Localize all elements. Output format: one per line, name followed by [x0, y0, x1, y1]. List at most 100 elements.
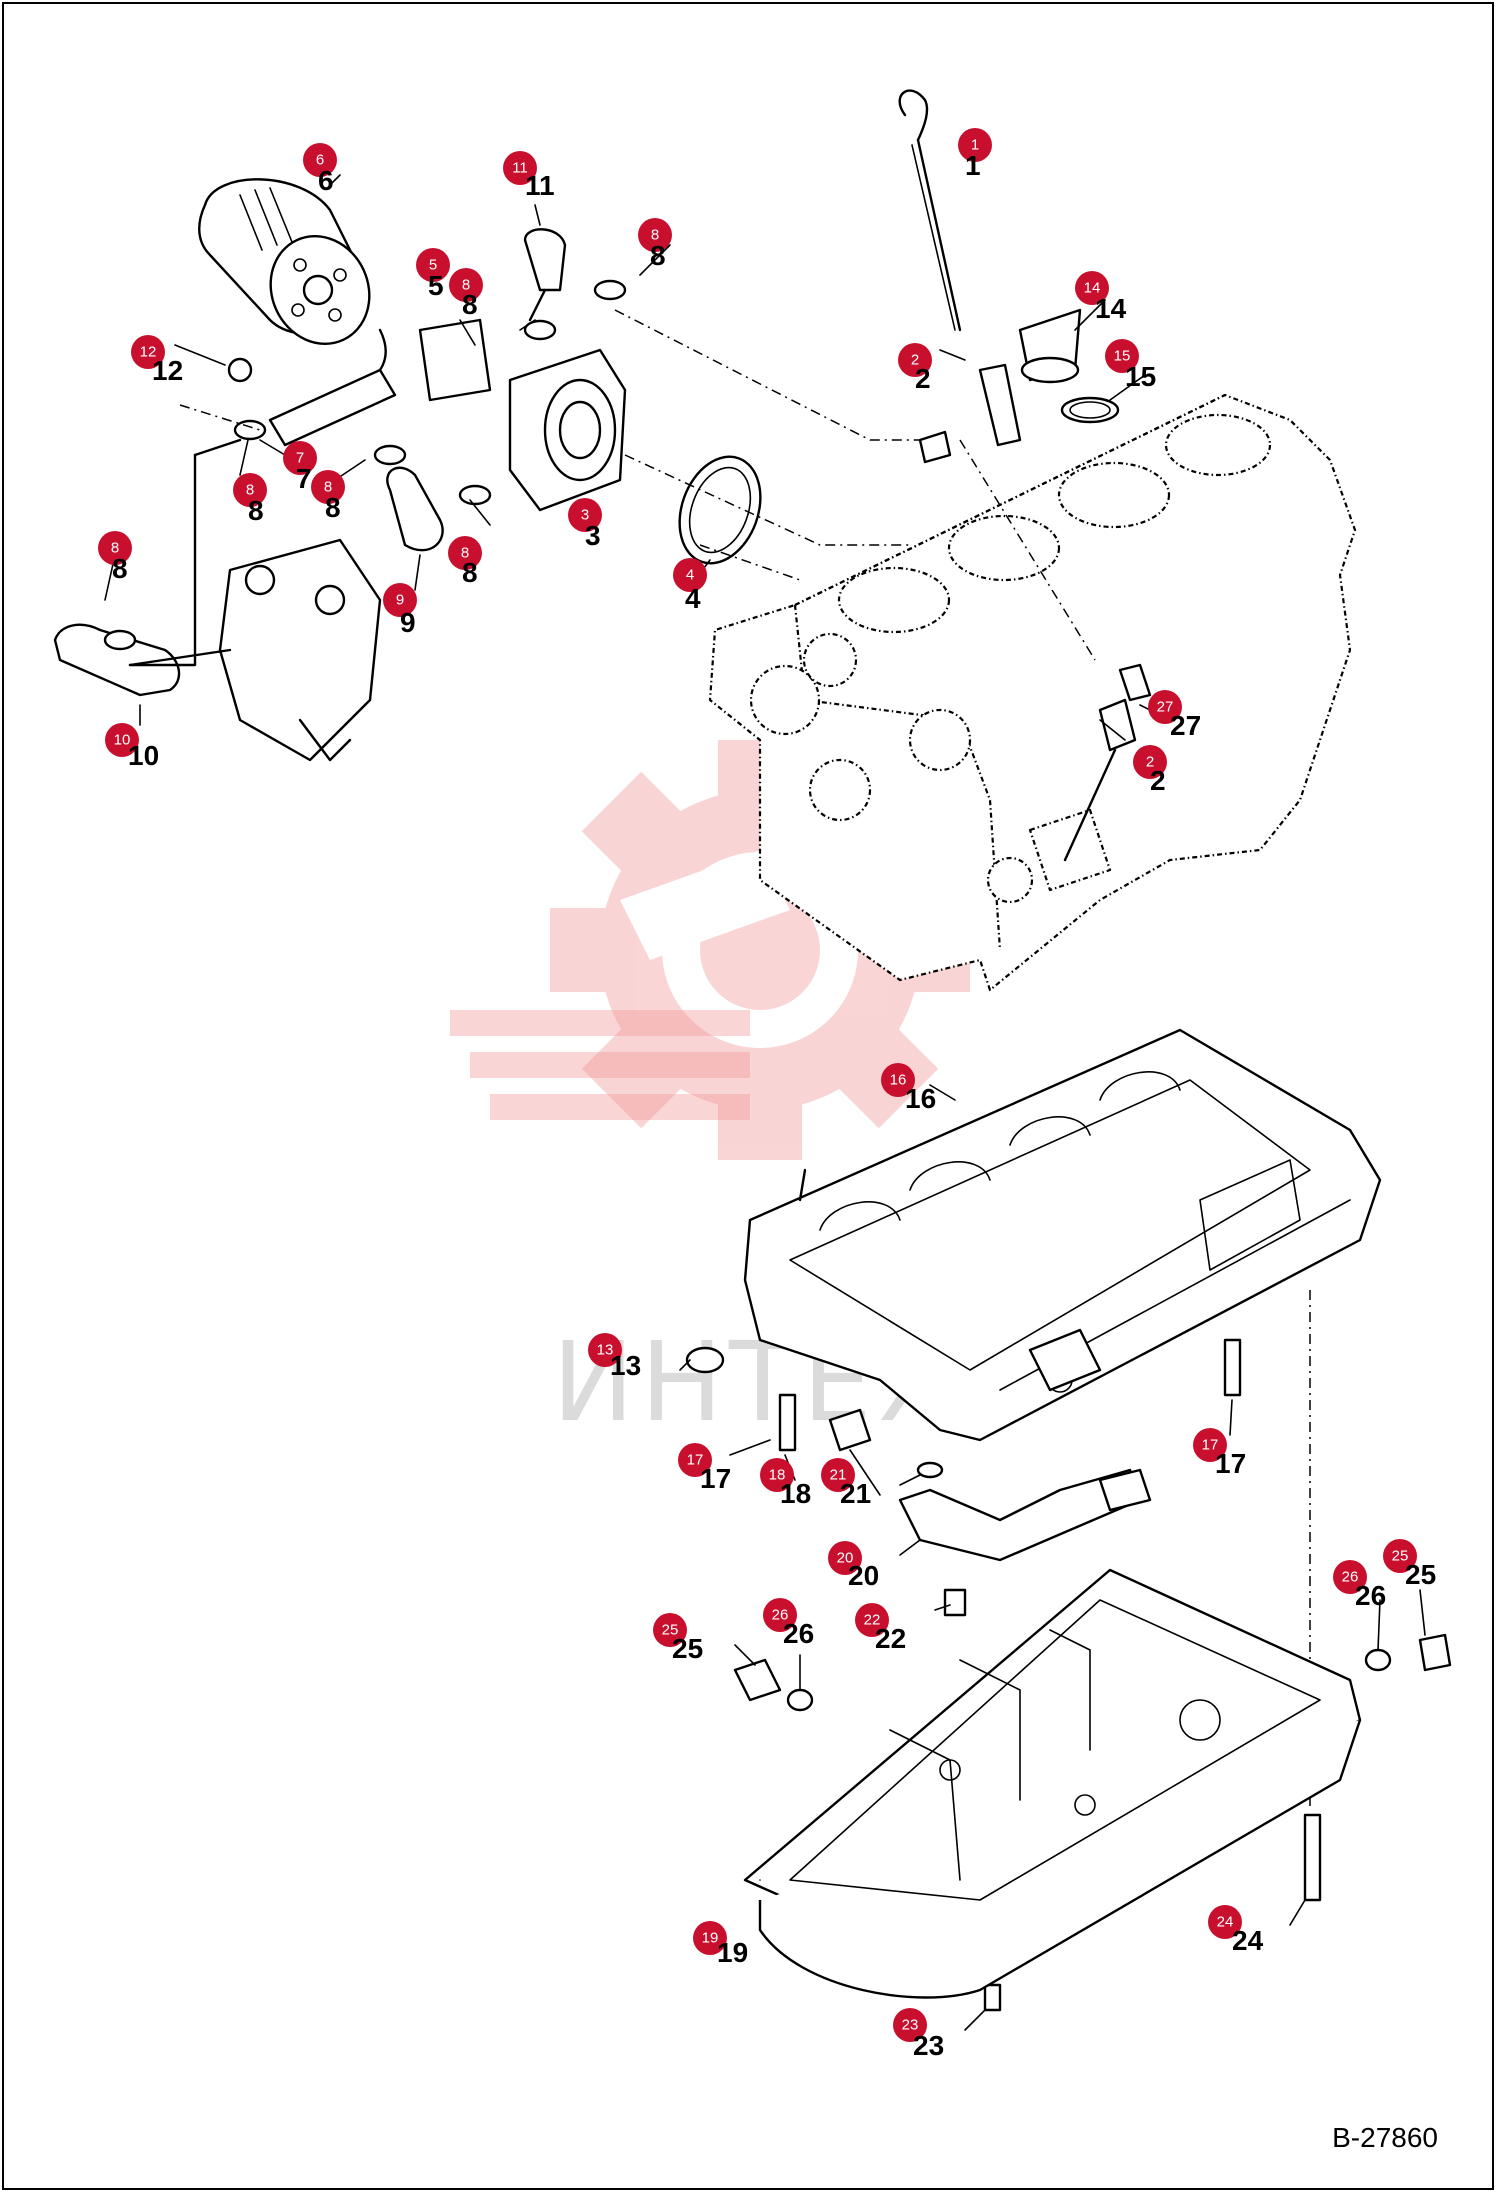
callout-label: 7 [296, 463, 312, 494]
callout-label: 6 [318, 165, 334, 196]
callout-label: 4 [685, 583, 701, 614]
callout-badge-number: 10 [114, 732, 131, 749]
callout-badge-number: 26 [1342, 1569, 1359, 1586]
callout-badge-number: 5 [429, 257, 437, 274]
callout-badge-number: 8 [111, 540, 119, 557]
callout-badge: 20 [828, 1541, 862, 1575]
engine-block [708, 393, 1357, 992]
callout-badge: 2 [1133, 745, 1167, 779]
callout-badge: 10 [105, 723, 139, 757]
callout-label: 17 [1215, 1448, 1246, 1479]
callout-badge: 21 [821, 1458, 855, 1492]
callout-label: 2 [1150, 765, 1166, 796]
callout-label: 8 [112, 553, 128, 584]
callout-badge: 18 [760, 1458, 794, 1492]
callout-badge: 8 [233, 473, 267, 507]
callout-label: 17 [700, 1463, 731, 1494]
callout-badge-circle [1075, 271, 1109, 305]
callout-label: 18 [780, 1478, 811, 1509]
callout-badge-circle [693, 1921, 727, 1955]
callout-badge-number: 1 [971, 137, 979, 154]
callout-badge-number: 17 [687, 1452, 704, 1469]
callout-label: 19 [717, 1937, 748, 1968]
oil-cooler-group [53, 228, 952, 762]
callout-badge-number: 26 [772, 1607, 789, 1624]
small-parts [685, 1290, 1452, 2012]
callout-badge: 24 [1208, 1905, 1242, 1939]
callout-label: 23 [913, 2030, 944, 2061]
callout-label: 13 [610, 1350, 641, 1381]
callout-badge-circle [1333, 1560, 1367, 1594]
callout-badge: 9 [383, 583, 417, 617]
callout-badge-number: 22 [864, 1612, 881, 1629]
callout-badge: 8 [98, 531, 132, 565]
callout-badge: 27 [1148, 690, 1182, 724]
callout-badge: 3 [568, 498, 602, 532]
callout-badge-circle [821, 1458, 855, 1492]
callout-badge-circle [898, 343, 932, 377]
callout-badge-circle [638, 218, 672, 252]
callout-badge: 8 [449, 268, 483, 302]
callout-badge-circle [383, 583, 417, 617]
callout-label: 8 [325, 492, 341, 523]
callout-badge: 13 [588, 1333, 622, 1367]
callout-label: 8 [462, 289, 478, 320]
callout-badge-number: 3 [581, 507, 589, 524]
callout-badge-number: 15 [1114, 348, 1131, 365]
callout-badge: 15 [1105, 339, 1139, 373]
callout-badge-number: 20 [837, 1550, 854, 1567]
callout-badge: 6 [303, 143, 337, 177]
callout-label: 8 [248, 495, 264, 526]
callout-badge: 16 [881, 1063, 915, 1097]
callout-label: 9 [400, 607, 416, 638]
callout-badge-circle [588, 1333, 622, 1367]
callout-badge-circle [828, 1541, 862, 1575]
callout-badge: 8 [448, 536, 482, 570]
callout-label: 11 [525, 170, 555, 201]
callout-badge-circle [1193, 1428, 1227, 1462]
callout-badge: 4 [673, 558, 707, 592]
callout-badge: 11 [503, 151, 537, 185]
callout-badge: 25 [653, 1613, 687, 1647]
callout-badge-number: 2 [911, 352, 919, 369]
callout-badge-circle [448, 536, 482, 570]
callout-badge: 17 [1193, 1428, 1227, 1462]
callouts: 1122223344556677888888888888991010111112… [98, 128, 1436, 2061]
callout-badge-circle [416, 248, 450, 282]
callout-label: 16 [905, 1083, 936, 1114]
callout-badge: 14 [1075, 271, 1109, 305]
callout-label: 2 [915, 363, 931, 394]
callout-badge-number: 2 [1146, 754, 1154, 771]
callout-badge-circle [673, 558, 707, 592]
oil-pan-frame [743, 1028, 1382, 1442]
callout-badge-number: 16 [890, 1072, 907, 1089]
callout-badge-number: 8 [651, 227, 659, 244]
callout-badge-circle [893, 2008, 927, 2042]
callout-label: 27 [1170, 710, 1201, 741]
callout-badge-number: 8 [324, 479, 332, 496]
callout-badge-number: 8 [462, 277, 470, 294]
callout-badge: 26 [1333, 1560, 1367, 1594]
callout-badge-number: 14 [1084, 280, 1101, 297]
drawing-code: B-27860 [1332, 2122, 1438, 2153]
callout-badge: 5 [416, 248, 450, 282]
callout-badge-number: 21 [830, 1467, 847, 1484]
callout-label: 10 [128, 740, 159, 771]
oil-pan [743, 1568, 1362, 1999]
callout-badge-number: 19 [702, 1930, 719, 1947]
callout-label: 14 [1095, 293, 1127, 324]
callout-badge-circle [1105, 339, 1139, 373]
callout-badge: 25 [1383, 1539, 1417, 1573]
callout-badge: 23 [893, 2008, 927, 2042]
callout-badge-circle [568, 498, 602, 532]
callout-badge: 1 [958, 128, 992, 162]
callout-badge-circle [131, 335, 165, 369]
callout-label: 22 [875, 1623, 906, 1654]
callout-badge-circle [760, 1458, 794, 1492]
callout-badge-number: 11 [512, 160, 528, 177]
callout-badge-number: 17 [1202, 1437, 1219, 1454]
oil-filter [198, 178, 371, 346]
callout-label: 12 [152, 355, 183, 386]
